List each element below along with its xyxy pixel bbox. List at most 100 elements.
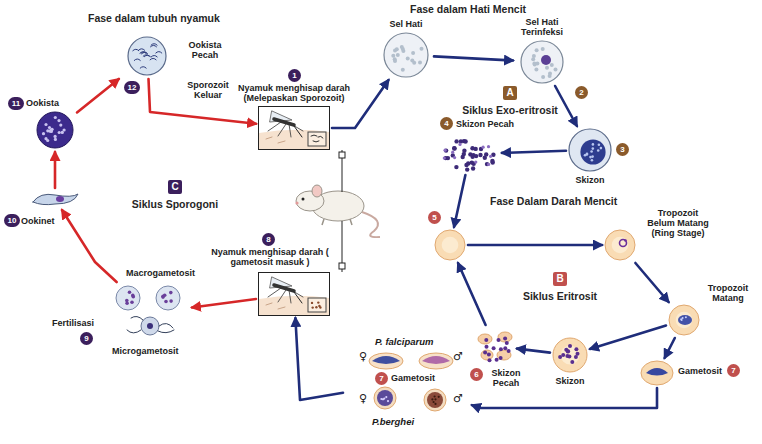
ring-dot xyxy=(624,239,627,242)
sporozoite xyxy=(140,67,146,69)
cycle-letter: A xyxy=(503,86,517,100)
mosquito-legs xyxy=(268,288,303,303)
life-cycle-arrow xyxy=(458,263,486,325)
dot xyxy=(434,403,436,405)
sex-symbol: ♀ xyxy=(359,351,367,362)
dot xyxy=(169,299,173,303)
merozoite xyxy=(489,155,492,158)
mature-trophozoite: Tropozoit Matang xyxy=(668,304,700,336)
merozoite xyxy=(492,346,496,350)
merozoite xyxy=(592,147,595,150)
merozoite xyxy=(452,146,456,150)
dot xyxy=(431,398,433,400)
red-blood-cell: 5 xyxy=(434,229,466,261)
microgamete xyxy=(141,317,159,335)
cell-nucleus xyxy=(420,47,424,51)
stage-label: Skizon xyxy=(568,175,612,185)
cell-nucleus xyxy=(411,51,415,55)
cell-nucleus xyxy=(531,57,535,61)
dot xyxy=(42,132,45,135)
stage-label: Tropozoit Belum Matang (Ring Stage) xyxy=(645,208,711,238)
leader-marker xyxy=(339,152,345,158)
gametocyte-dot xyxy=(317,301,319,303)
cell-nucleus xyxy=(535,62,539,66)
dot xyxy=(433,401,435,403)
cell-illustration xyxy=(475,327,515,365)
dot xyxy=(59,124,62,127)
merozoite xyxy=(483,351,487,355)
callout-number: 4 xyxy=(440,117,453,130)
dot xyxy=(44,123,47,126)
red-cell xyxy=(419,353,453,369)
merozoite xyxy=(482,146,485,149)
callout-number: 6 xyxy=(470,368,483,381)
life-cycle-arrow xyxy=(472,388,657,408)
dot xyxy=(58,131,61,134)
section-heading: Fase dalam Hati Mencit xyxy=(410,3,526,15)
dot xyxy=(438,396,440,398)
inset-frame xyxy=(308,298,326,312)
dot xyxy=(681,319,683,321)
callout-number: 9 xyxy=(80,332,93,345)
stage-label: Fertilisasi xyxy=(52,318,94,328)
merozoite xyxy=(567,354,571,358)
merozoite xyxy=(490,159,494,163)
cell-fragment xyxy=(478,334,492,344)
merozoite xyxy=(462,149,466,153)
merozoite xyxy=(446,156,450,160)
dot xyxy=(57,119,60,122)
sporozoite xyxy=(156,52,162,54)
ring-stage-cell: Tropozoit Belum Matang (Ring Stage) xyxy=(604,229,636,261)
ruptured-schizont: 6Skizon Pecah xyxy=(475,327,515,365)
merozoite xyxy=(507,349,511,353)
trophozoite xyxy=(678,315,692,325)
stage-label: Sporozoit Keluar xyxy=(178,80,238,100)
cell-illustration xyxy=(110,284,190,342)
oocyst-wall xyxy=(128,37,166,75)
sporozoite xyxy=(139,49,145,51)
stage-label: Microgametosit xyxy=(112,346,179,356)
mouse-illustration xyxy=(295,185,380,237)
cell-nucleus xyxy=(548,72,552,76)
cycle-letter: B xyxy=(553,272,567,286)
dot xyxy=(125,302,129,306)
merozoite xyxy=(471,166,475,170)
sporozoite xyxy=(134,59,140,61)
cell-illustration xyxy=(440,135,500,173)
cell-center xyxy=(612,237,629,254)
cell-nucleus xyxy=(406,56,410,60)
merozoite xyxy=(505,341,509,345)
dot xyxy=(54,138,57,141)
dot xyxy=(434,395,436,397)
stage-label: Nyamuk menghisap darah (Melepaskan Sporo… xyxy=(229,83,359,103)
oocyst xyxy=(37,112,73,148)
macrogamete xyxy=(116,286,140,310)
dot xyxy=(54,116,57,119)
red-cell xyxy=(435,230,465,260)
stage-label: Ookista xyxy=(26,98,59,108)
dot xyxy=(164,300,168,304)
parasite xyxy=(541,55,551,65)
merozoite xyxy=(598,144,601,147)
section-heading: Fase dalam tubuh nyamuk xyxy=(88,12,220,24)
merozoite xyxy=(444,148,448,152)
callout-number: 8 xyxy=(262,233,275,246)
stage-label: Macrogametosit xyxy=(126,268,195,278)
callout-number: 11 xyxy=(8,97,24,110)
gametocyte-cell: 7Gametosit xyxy=(640,360,674,386)
dot xyxy=(385,396,387,398)
life-cycle-arrow xyxy=(454,175,465,227)
mouse-nose xyxy=(295,201,298,204)
merozoite xyxy=(444,149,447,152)
cell-illustration xyxy=(258,106,330,150)
cell-center xyxy=(561,346,580,365)
merozoite xyxy=(558,355,562,359)
mosquito-proboscis xyxy=(294,126,302,137)
cell-nucleus xyxy=(401,68,405,72)
skin xyxy=(259,296,329,315)
cell-illustration xyxy=(35,110,75,150)
cell-illustration xyxy=(434,229,466,261)
merozoite xyxy=(570,360,574,364)
dot xyxy=(434,398,436,400)
merozoite xyxy=(485,345,489,349)
